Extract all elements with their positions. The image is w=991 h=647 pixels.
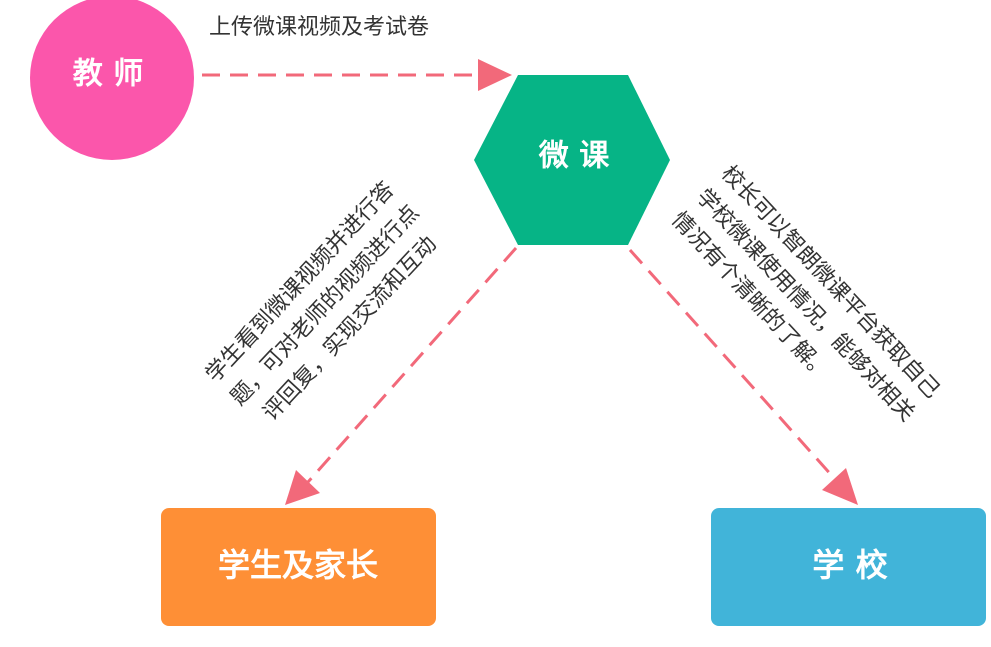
arrow-microcourse-to-school (628, 248, 858, 505)
node-microcourse: 微 课 (474, 75, 670, 245)
teacher-circle (30, 0, 194, 160)
edge-label-students: 学生看到微课视频并进行答 题，可对老师的视频进行点 评回复，实现交流和互动 (201, 177, 442, 425)
students-text-line-2: 题，可对老师的视频进行点 (226, 200, 424, 410)
students-label: 学生及家长 (218, 546, 378, 584)
microcourse-label: 微 课 (538, 139, 610, 174)
school-label: 学 校 (812, 546, 887, 584)
arrow-line (306, 247, 518, 483)
arrow-head (822, 468, 858, 505)
edge-label-upload: 上传微课视频及考试卷 (209, 15, 429, 40)
arrow-head (478, 59, 512, 91)
node-students: 学生及家长 (161, 508, 436, 626)
arrow-head (285, 470, 320, 505)
node-school: 学 校 (711, 508, 986, 626)
students-box (161, 508, 436, 626)
microcourse-hexagon (474, 75, 670, 245)
teacher-label: 教 师 (73, 57, 143, 92)
arrow-microcourse-to-students (285, 247, 518, 505)
school-box (711, 508, 986, 626)
edge-label-school: 校长可以智朗微课平台获取自己 学校微课使用情况，能够对相关 情况有个清晰的了解。 (666, 161, 944, 427)
arrow-teacher-to-microcourse: 上传微课视频及考试卷 (202, 15, 512, 91)
arrow-line (628, 248, 836, 480)
students-text-line-1: 学生看到微课视频并进行答 (201, 177, 399, 387)
node-teacher: 教 师 (30, 0, 194, 160)
school-text-line-2: 学校微课使用情况，能够对相关 (691, 184, 919, 426)
